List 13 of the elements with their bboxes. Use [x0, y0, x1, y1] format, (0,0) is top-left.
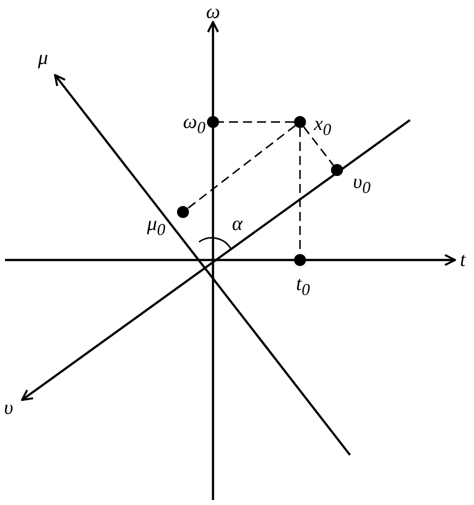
dashed-line: [303, 126, 334, 166]
axis-label: ω: [206, 2, 220, 22]
axis-label: t: [460, 250, 466, 270]
angle-label: α: [232, 214, 242, 234]
point-label: μ$_{0}$: [147, 214, 166, 239]
axis-label: μ: [38, 48, 48, 68]
point-label: x$_{0}$: [314, 114, 332, 139]
dashed-line: [187, 125, 296, 209]
axis-label: υ: [4, 398, 14, 418]
point-label: t$_{0}$: [296, 274, 310, 299]
dashed-line: [219, 121, 294, 123]
point-label: υ$_{0}$: [353, 172, 371, 197]
point-label: ω$_{0}$: [183, 112, 206, 137]
